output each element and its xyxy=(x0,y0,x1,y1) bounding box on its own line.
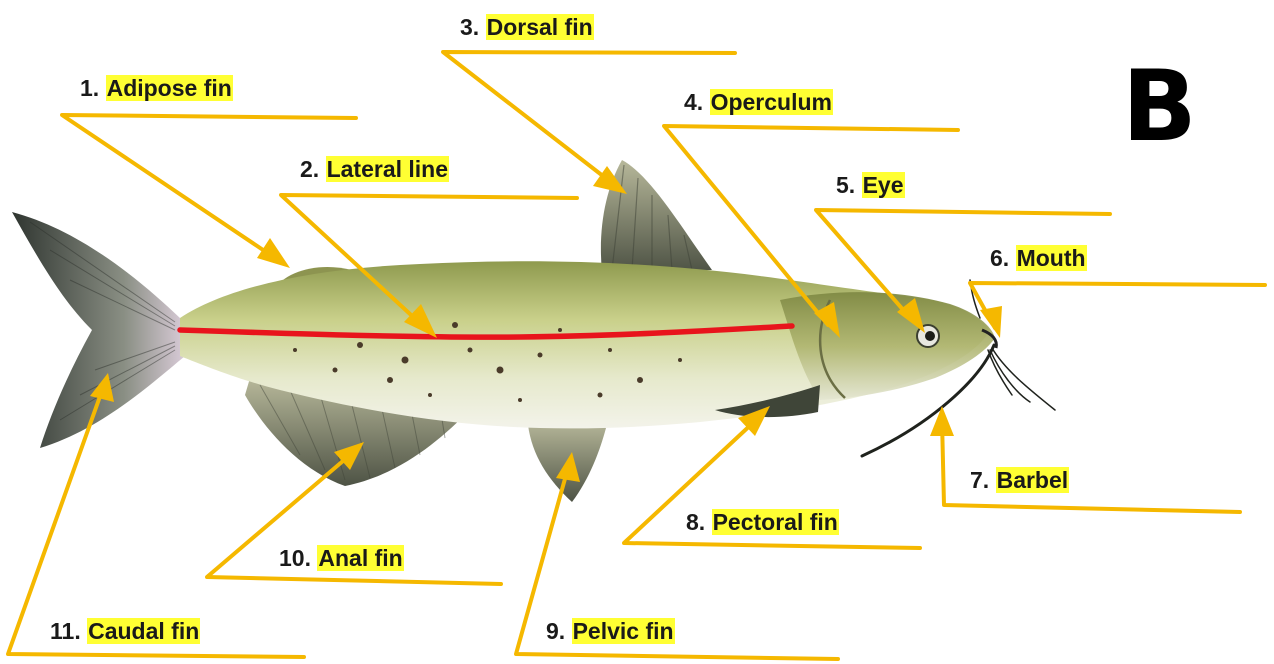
label-number: 1. xyxy=(80,75,99,101)
label-number: 4. xyxy=(684,89,703,115)
arrowhead-barbel xyxy=(930,406,954,436)
label-eye: 5. Eye xyxy=(836,172,905,199)
panel-letter: B xyxy=(1122,52,1197,162)
label-barbel: 7. Barbel xyxy=(970,467,1069,494)
label-text: Mouth xyxy=(1016,245,1087,271)
label-text: Anal fin xyxy=(317,545,403,571)
label-number: 11. xyxy=(50,618,81,644)
label-text: Operculum xyxy=(710,89,833,115)
label-adipose-fin: 1. Adipose fin xyxy=(80,75,233,102)
label-operculum: 4. Operculum xyxy=(684,89,833,116)
leader-adipose-fin xyxy=(62,115,356,258)
label-number: 9. xyxy=(546,618,565,644)
label-text: Pectoral fin xyxy=(712,509,839,535)
label-number: 5. xyxy=(836,172,855,198)
label-text: Barbel xyxy=(996,467,1070,493)
label-text: Caudal fin xyxy=(87,618,200,644)
label-text: Dorsal fin xyxy=(486,14,594,40)
label-number: 3. xyxy=(460,14,479,40)
label-text: Lateral line xyxy=(326,156,449,182)
label-pectoral-fin: 8. Pectoral fin xyxy=(686,509,839,536)
label-text: Eye xyxy=(862,172,905,198)
label-caudal-fin: 11. Caudal fin xyxy=(50,618,200,645)
label-dorsal-fin: 3. Dorsal fin xyxy=(460,14,594,41)
label-number: 10. xyxy=(279,545,311,571)
arrowhead-adipose-fin xyxy=(257,238,290,268)
caudal-fin-shape xyxy=(12,212,185,448)
label-number: 7. xyxy=(970,467,989,493)
leader-dorsal-fin xyxy=(443,52,735,183)
label-anal-fin: 10. Anal fin xyxy=(279,545,404,572)
label-mouth: 6. Mouth xyxy=(990,245,1087,272)
label-number: 8. xyxy=(686,509,705,535)
leader-barbel xyxy=(942,420,1240,512)
eye-pupil xyxy=(925,331,935,341)
label-number: 6. xyxy=(990,245,1009,271)
label-pelvic-fin: 9. Pelvic fin xyxy=(546,618,675,645)
label-text: Pelvic fin xyxy=(572,618,675,644)
leader-mouth xyxy=(970,283,1265,328)
label-lateral-line: 2. Lateral line xyxy=(300,156,449,183)
label-text: Adipose fin xyxy=(106,75,233,101)
label-number: 2. xyxy=(300,156,319,182)
